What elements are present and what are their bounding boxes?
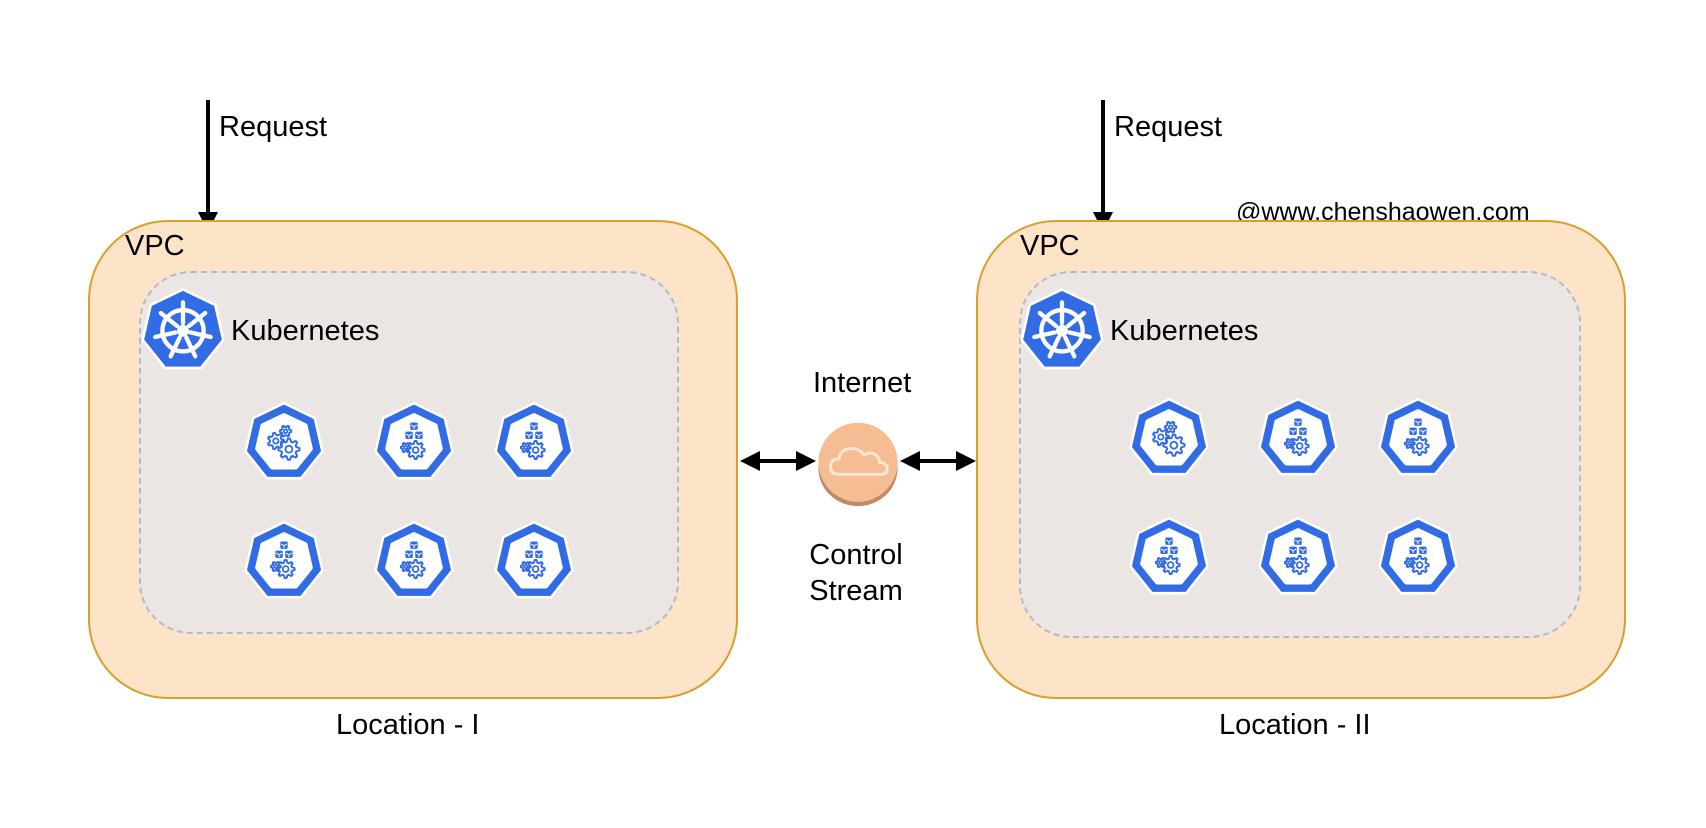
location-label: Location - II (1219, 709, 1371, 741)
pod-gears-icon (244, 402, 324, 480)
pod-cubes-icon (374, 402, 454, 480)
pod-gears-icon (1129, 398, 1209, 476)
control-stream-label: Control Stream (809, 539, 903, 607)
pod-cubes-icon (374, 521, 454, 599)
pod-cubes-icon (1258, 517, 1338, 595)
cluster-label: Kubernetes (1110, 315, 1259, 347)
kubernetes-logo-icon (141, 288, 225, 370)
internet-label: Internet (813, 367, 912, 399)
kubernetes-logo-icon (1020, 288, 1104, 370)
location-label: Location - I (336, 709, 480, 741)
pod-cubes-icon (494, 521, 574, 599)
request-label: Request (1114, 111, 1223, 143)
pod-cubes-icon (1129, 517, 1209, 595)
pod-cubes-icon (244, 521, 324, 599)
request-label: Request (219, 111, 328, 143)
vpc-label: VPC (1020, 230, 1080, 262)
cloud-icon (818, 422, 898, 507)
vpc-label: VPC (125, 230, 185, 262)
pod-cubes-icon (1378, 517, 1458, 595)
pod-cubes-icon (1378, 398, 1458, 476)
pod-cubes-icon (1258, 398, 1338, 476)
pod-cubes-icon (494, 402, 574, 480)
cluster-label: Kubernetes (231, 315, 380, 347)
